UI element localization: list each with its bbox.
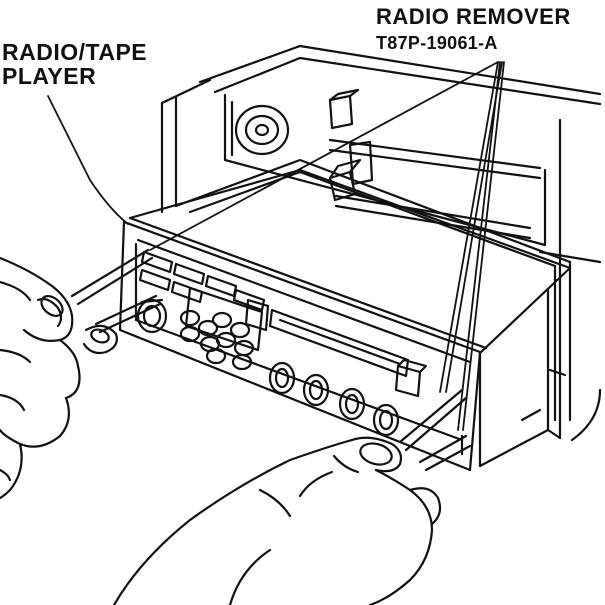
right-remover-rod [398,388,464,444]
leader-remover-right [439,61,499,393]
leader-radio-tape [47,95,129,225]
leader-remover-left [149,61,499,251]
radio-tape-player-label: RADIO/TAPE PLAYER [2,40,147,88]
right-hand [112,436,442,605]
display-window [268,308,410,378]
left-hand [0,256,118,500]
tone-knobs [268,361,400,437]
radio-tape-player-label-line2: PLAYER [2,63,97,90]
left-remover-rod [70,248,150,298]
radio-face [118,216,488,472]
callout-leaders [47,61,505,431]
radio-tape-player-label-line1: RADIO/TAPE [2,39,148,65]
radio-remover-label: RADIO REMOVER [376,4,571,29]
function-buttons [179,309,255,371]
volume-knob [136,298,168,334]
dashboard-housing [160,44,602,442]
cassette-door [184,286,264,352]
radio-remover-tools [70,248,472,472]
radio-remover-part-number: T87P-19061-A [376,33,498,53]
